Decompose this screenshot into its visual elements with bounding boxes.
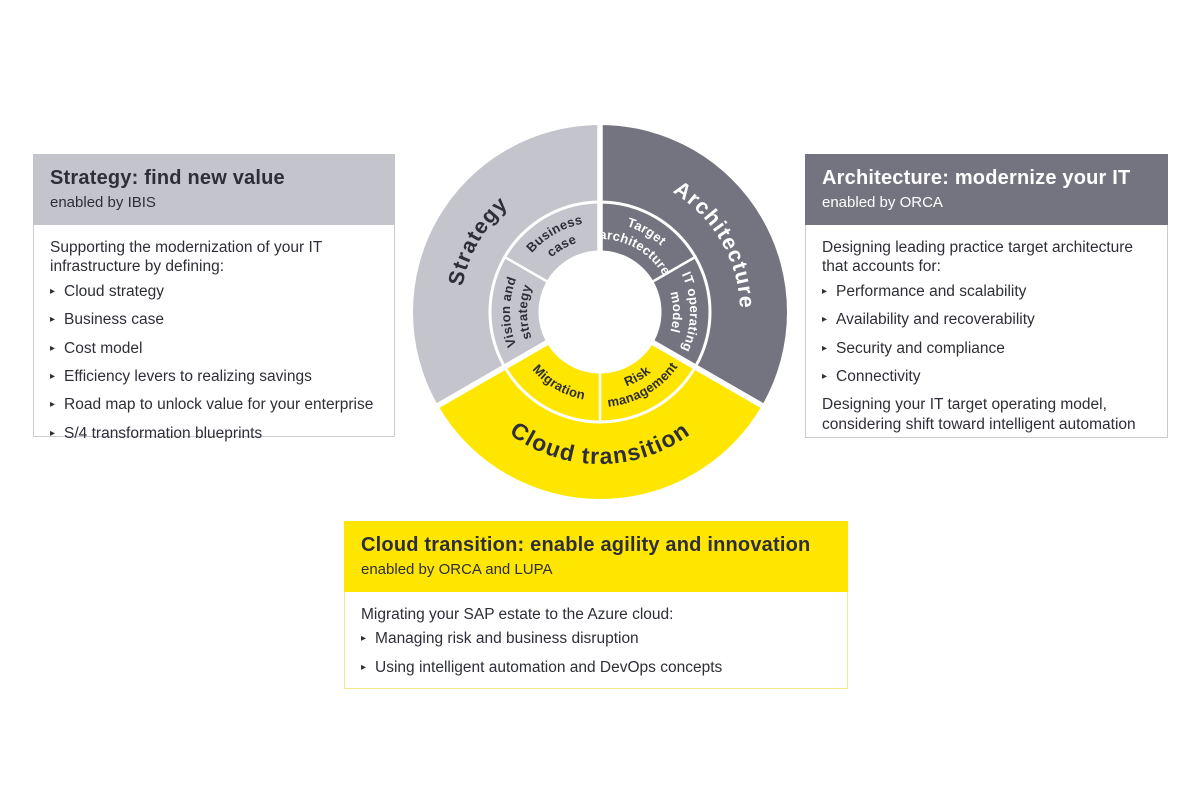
strategy-card-subtitle: enabled by IBIS <box>50 194 156 211</box>
segment-architecture <box>600 125 788 406</box>
segment-strategy <box>412 124 600 406</box>
bullet-text: Business case <box>64 311 164 329</box>
strategy-card-intro: Supporting the modernization of your IT … <box>50 239 322 276</box>
bullet-text: Performance and scalability <box>836 282 1027 300</box>
subsegment-label-vision-and-strategy: strategy <box>515 282 535 342</box>
bullet-text: Availability and recoverability <box>836 311 1035 329</box>
bullet-item: ▸ Using intelligent automation and DevOps… <box>361 658 831 677</box>
bullet-item: ▸ Security and compliance <box>822 339 1151 358</box>
bullet-item: ▸ Road map to unlock value for your enter… <box>50 395 378 414</box>
segment-gap <box>430 337 554 412</box>
bullet-text: Road map to unlock value for your enterp… <box>64 396 374 414</box>
triangle-bullet-icon: ▸ <box>361 661 367 673</box>
bullet-text: S/4 transformation blueprints <box>64 424 263 442</box>
cloud-transition-card-intro: Migrating your SAP estate to the Azure c… <box>361 606 674 623</box>
strategy-card-title: Strategy: find new value <box>50 167 285 189</box>
subsegment-label-it-operating-model: IT operating <box>679 269 702 354</box>
triangle-bullet-icon: ▸ <box>50 427 56 439</box>
architecture-card-intro: Designing leading practice target archit… <box>822 239 1134 276</box>
cloud-transition-card-subtitle: enabled by ORCA and LUPA <box>361 561 553 578</box>
strategy-card: Strategy: find new value enabled by IBIS… <box>33 154 395 442</box>
strategy-bullet-list: ▸ Cloud strategy ▸ Business case ▸ Cost model… <box>50 282 378 443</box>
architecture-card-title: Architecture: modernize your IT <box>822 167 1131 189</box>
bullet-item: ▸ Connectivity <box>822 367 1151 386</box>
triangle-bullet-icon: ▸ <box>822 285 828 297</box>
architecture-card-body: Designing leading practice target archit… <box>805 225 1168 438</box>
bullet-text: Security and compliance <box>836 339 1005 357</box>
cloud-transition-card: Cloud transition: enable agility and inn… <box>344 521 848 689</box>
bullet-item: ▸ Cloud strategy <box>50 282 378 301</box>
subsegment-divider <box>647 255 698 286</box>
triangle-bullet-icon: ▸ <box>822 314 828 326</box>
triangle-bullet-icon: ▸ <box>50 285 56 297</box>
bullet-text: Cloud strategy <box>64 282 164 300</box>
triangle-bullet-icon: ▸ <box>50 314 56 326</box>
triangle-bullet-icon: ▸ <box>50 342 56 354</box>
bullet-item: ▸ Cost model <box>50 339 378 358</box>
cloud-transition-bullet-list: ▸ Managing risk and business disruption ▸ U… <box>361 629 831 677</box>
strategy-card-body: Supporting the modernization of your IT … <box>33 225 395 442</box>
bullet-item: ▸ Performance and scalability <box>822 282 1151 301</box>
architecture-card: Architecture: modernize your IT enabled … <box>805 154 1168 438</box>
cloud-transition-card-header: Cloud transition: enable agility and inn… <box>344 521 848 592</box>
triangle-bullet-icon: ▸ <box>361 633 367 645</box>
architecture-card-outro: Designing your IT target operating model… <box>822 396 1136 433</box>
bullet-text: Cost model <box>64 339 143 357</box>
architecture-card-header: Architecture: modernize your IT enabled … <box>805 154 1168 225</box>
bullet-text: Efficiency levers to realizing savings <box>64 367 312 385</box>
bullet-text: Connectivity <box>836 367 921 385</box>
subsegment-label-vision-and-strategy: Vision and <box>498 275 519 350</box>
subsegment-divider <box>502 255 553 286</box>
segment-gap <box>646 337 770 412</box>
cloud-transition-card-title: Cloud transition: enable agility and inn… <box>361 534 811 556</box>
architecture-card-subtitle: enabled by ORCA <box>822 194 943 211</box>
triangle-bullet-icon: ▸ <box>50 399 56 411</box>
bullet-item: ▸ Managing risk and business disruption <box>361 629 831 648</box>
bullet-item: ▸ Availability and recoverability <box>822 310 1151 329</box>
triangle-bullet-icon: ▸ <box>822 342 828 354</box>
strategy-card-header: Strategy: find new value enabled by IBIS <box>33 154 395 225</box>
architecture-bullet-list: ▸ Performance and scalability ▸ Availabilit… <box>822 282 1151 387</box>
cloud-transition-card-body: Migrating your SAP estate to the Azure c… <box>344 592 848 689</box>
triangle-bullet-icon: ▸ <box>822 370 828 382</box>
bullet-text: Using intelligent automation and DevOps … <box>375 658 723 676</box>
bullet-item: ▸ S/4 transformation blueprints <box>50 424 378 443</box>
bullet-text: Managing risk and business disruption <box>375 630 639 648</box>
bullet-item: ▸ Efficiency levers to realizing savings <box>50 367 378 386</box>
bullet-item: ▸ Business case <box>50 310 378 329</box>
triangle-bullet-icon: ▸ <box>50 370 56 382</box>
